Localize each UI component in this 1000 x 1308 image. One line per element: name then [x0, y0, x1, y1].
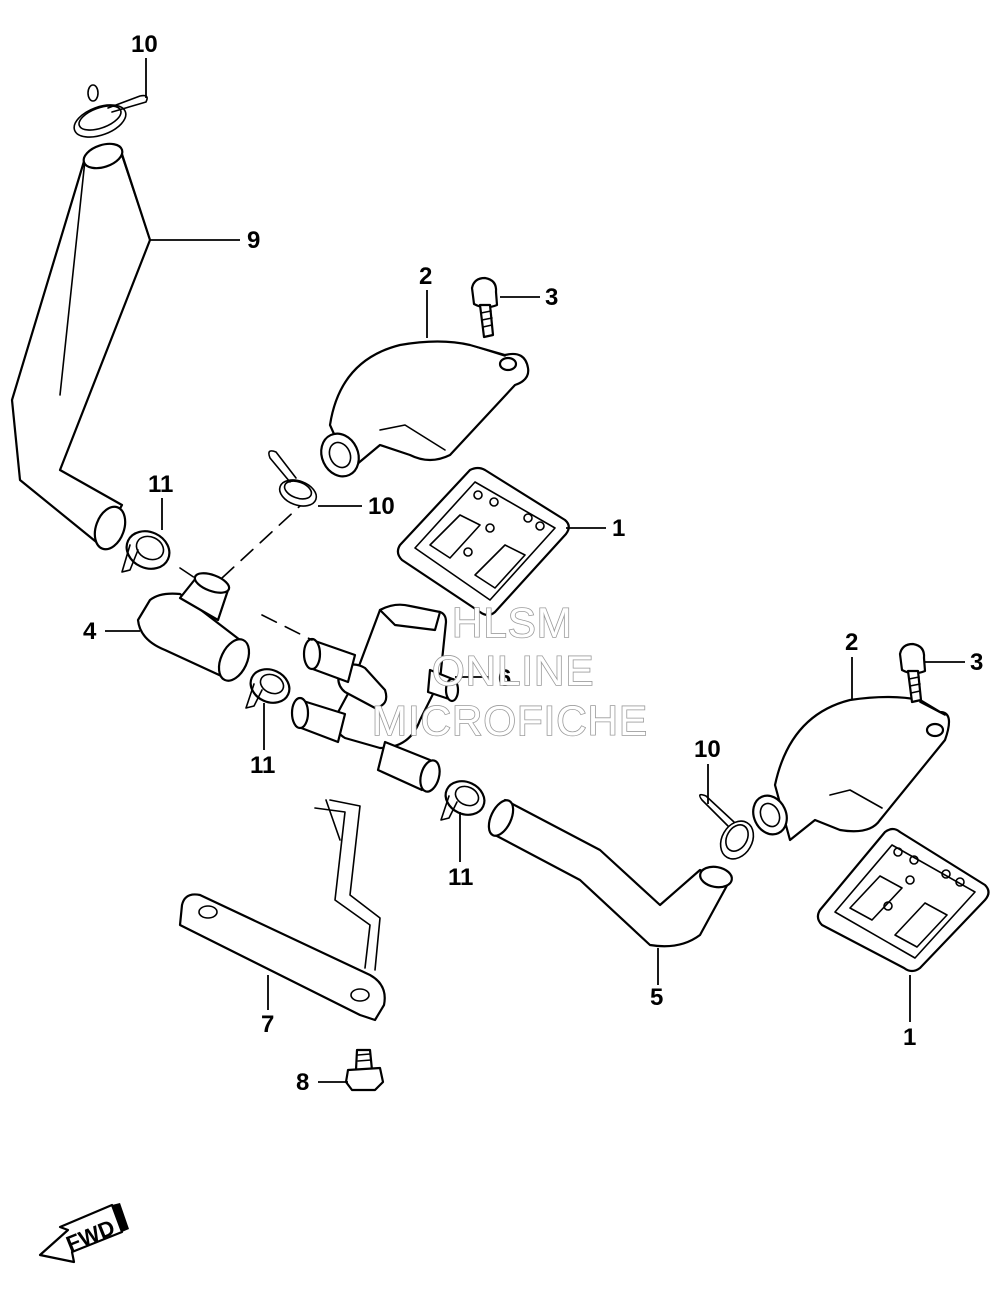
reed-valve-plate-1-upper	[396, 466, 570, 617]
callout-10-top: 10	[131, 31, 158, 58]
watermark: HLSM ONLINE MICROFICHE	[371, 598, 648, 745]
bolt-8	[344, 1048, 385, 1092]
forward-direction-arrow: FWD	[38, 1203, 129, 1264]
hose-clamp-11-lower	[440, 780, 486, 821]
callout-7: 7	[261, 1011, 274, 1038]
watermark-line-3: MICROFICHE	[372, 697, 648, 744]
watermark-line-2: ONLINE	[432, 647, 594, 694]
reed-valve-cover-2-lower	[752, 695, 951, 842]
air-control-valve-6	[290, 603, 460, 793]
tee-hose-4	[136, 572, 251, 682]
hose-clip-10-top	[73, 84, 148, 138]
callout-11-left: 11	[148, 471, 173, 498]
bracket-7	[178, 799, 386, 1022]
air-hose-9	[10, 142, 152, 551]
callout-10-lower: 10	[694, 736, 721, 763]
callout-1-lower: 1	[903, 1024, 916, 1051]
callout-9: 9	[247, 227, 260, 254]
bolt-3-lower	[898, 642, 927, 704]
reed-valve-plate-1-lower	[816, 827, 990, 973]
callout-3-lower: 3	[970, 649, 983, 676]
hose-clip-10-lower	[698, 793, 755, 860]
callout-1-upper: 1	[612, 515, 625, 542]
callout-5: 5	[650, 984, 663, 1011]
air-hose-5	[487, 798, 733, 948]
leader-lines	[105, 58, 965, 1083]
callout-11-lower: 11	[448, 864, 473, 891]
callout-labels: 10 9 2 3 11 10 1 4 6 11 2 3 10 11 5 7 1 …	[83, 31, 983, 1096]
callout-6: 6	[498, 665, 511, 692]
callout-4: 4	[83, 618, 97, 645]
hose-clip-10-mid	[268, 450, 318, 507]
watermark-line-1: HLSM	[452, 599, 573, 646]
bolt-3-upper	[470, 276, 499, 339]
callout-3-upper: 3	[545, 284, 558, 311]
callout-2-upper: 2	[419, 263, 432, 290]
callout-11-mid: 11	[250, 752, 275, 779]
callout-10-mid: 10	[368, 493, 395, 520]
hose-clamp-11-left	[121, 530, 171, 573]
hose-clamp-11-mid	[245, 668, 291, 709]
reed-valve-cover-2-upper	[320, 340, 530, 478]
callout-8: 8	[296, 1069, 309, 1096]
callout-2-lower: 2	[845, 629, 858, 656]
